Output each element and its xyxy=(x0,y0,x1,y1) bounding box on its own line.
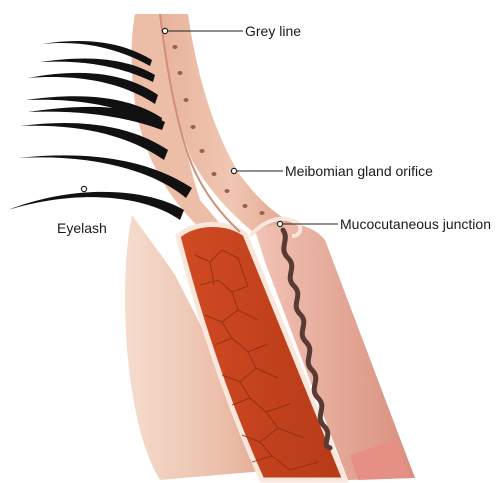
eyelash-marker xyxy=(81,186,86,191)
label-grey-line: Grey line xyxy=(245,23,301,39)
label-mucocutaneous-junction: Mucocutaneous junction xyxy=(340,216,491,232)
meibomian-marker xyxy=(231,168,236,173)
eyelash-8 xyxy=(8,192,184,220)
grey-line-marker xyxy=(162,28,167,33)
label-meibomian-gland-orifice: Meibomian gland orifice xyxy=(285,163,433,179)
label-eyelash: Eyelash xyxy=(57,220,107,236)
mucocutaneous-marker xyxy=(277,221,282,226)
